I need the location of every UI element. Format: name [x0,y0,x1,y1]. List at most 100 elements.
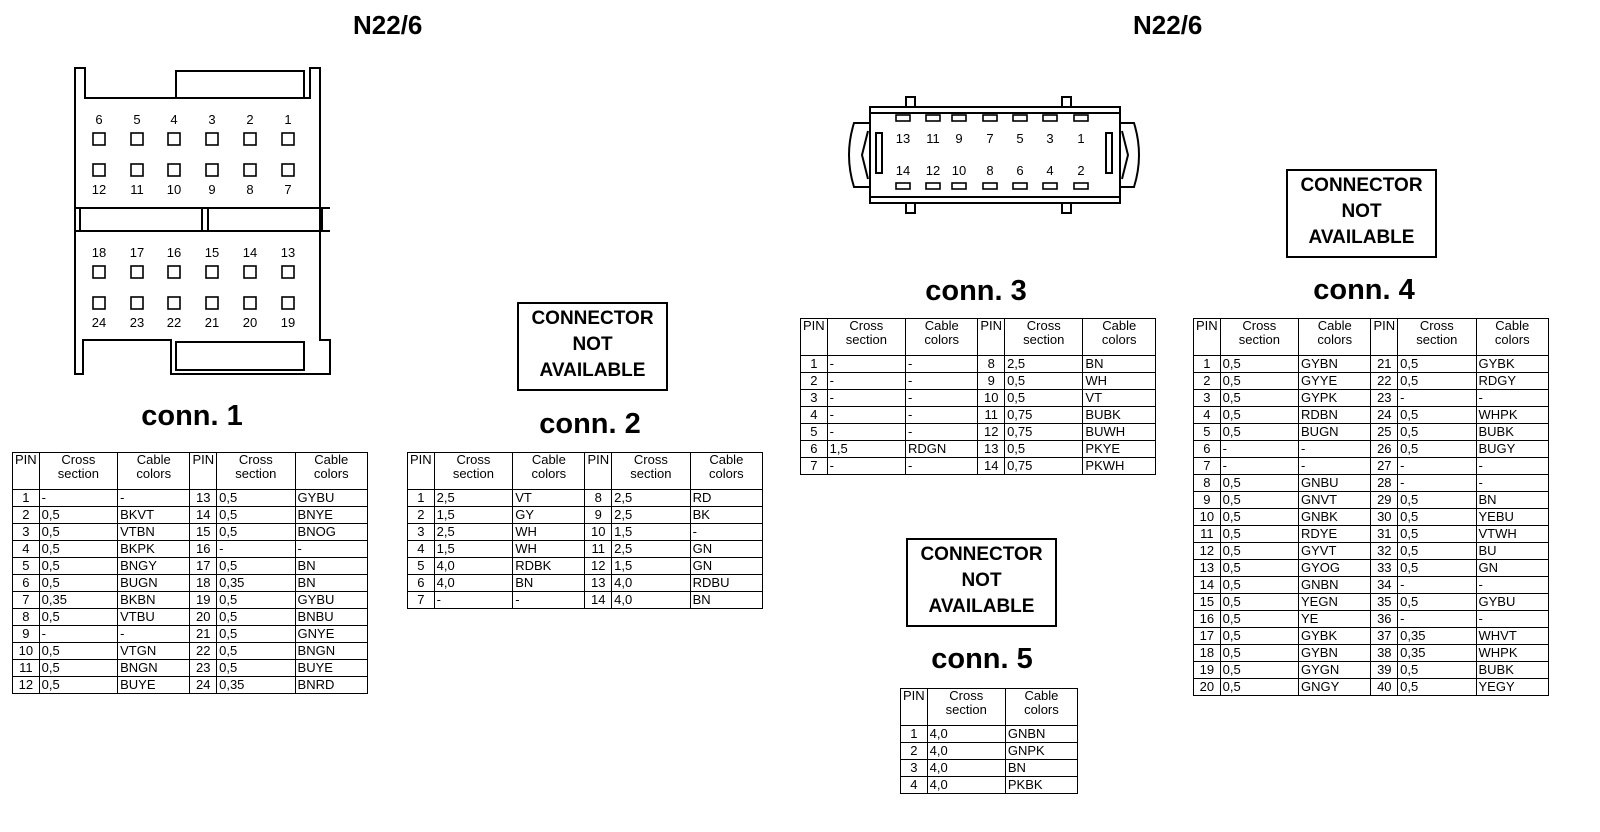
pin-square [92,132,106,146]
cable-color-cell: BUGY [1475,440,1549,458]
cross-section-cell: 0,5 [38,676,119,694]
pin-slot [1042,182,1058,190]
cross-section-cell: 0,5 [216,557,296,575]
cable-color-cell: - [117,489,191,507]
pin-cell: 17 [189,557,218,575]
cable-color-cell: - [1475,457,1549,475]
pin-cell: 21 [1370,355,1399,373]
pin-cell: 36 [1370,610,1399,628]
cross-section-cell: - [826,406,907,424]
cross-section-cell: 0,5 [1219,508,1300,526]
cable-colors-header: Cable colors [1004,688,1079,726]
cable-color-cell: BNOG [294,523,369,541]
cable-color-cell: VT [1082,389,1156,407]
pin-number-label: 3 [208,112,215,127]
cross-section-cell: 0,5 [38,523,119,541]
pin-cell: 20 [189,608,218,626]
pin-cell: 8 [12,608,40,626]
cross-section-cell: 0,5 [1397,593,1477,611]
pin-number-label: 23 [130,315,144,330]
pin-slot [895,182,911,190]
cross-section-cell: 0,5 [38,659,119,677]
pin-slot [925,114,941,122]
pin-square [92,265,106,279]
pin-number-label: 21 [205,315,219,330]
cable-color-cell: GYBK [1298,627,1372,645]
cross-section-cell: 0,5 [1004,440,1084,458]
cross-section-cell: 0,5 [38,642,119,660]
cross-section-cell: - [826,355,907,373]
cable-color-cell: BUGN [117,574,191,592]
cross-section-cell: - [1397,457,1477,475]
pin-square [205,163,219,177]
pin-number-label: 13 [281,245,295,260]
cable-color-cell: GYVT [1298,542,1372,560]
conn3-title: conn. 3 [925,275,1027,307]
cable-color-cell: - [1475,610,1549,628]
pin-slot [1073,182,1089,190]
cable-color-cell: BUBK [1475,661,1549,679]
pin-cell: 8 [1193,474,1221,492]
pin-cell: 18 [1193,644,1221,662]
cable-color-cell: BNGN [294,642,369,660]
pin-slot [951,114,967,122]
cross-section-cell: 2,5 [611,540,691,558]
pin-cell: 16 [1193,610,1221,628]
pin-number-label: 3 [1046,131,1053,146]
pin-number-label: 11 [130,182,144,197]
cross-section-cell: 4,0 [926,759,1006,777]
cable-color-cell: BN [1004,759,1079,777]
pin-cell: 7 [407,591,435,609]
cross-section-cell: 1,5 [433,506,514,524]
pin-number-label: 7 [284,182,291,197]
pin-cell: 37 [1370,627,1399,645]
conn2-title: conn. 2 [539,408,641,440]
pin-header: PIN [12,452,40,490]
cable-colors-header: Cable colors [294,452,369,490]
cross-section-cell: 0,5 [1397,525,1477,543]
pin-square [205,265,219,279]
na-line-1: CONNECTOR [531,308,654,329]
cross-section-cell: - [216,540,296,558]
cable-color-cell: WHPK [1475,644,1549,662]
pin-cell: 40 [1370,678,1399,696]
pin-header: PIN [407,452,435,490]
cross-section-cell: 0,5 [38,557,119,575]
cross-section-cell: - [433,591,514,609]
conn4-title: conn. 4 [1313,274,1415,306]
cross-section-cell: 4,0 [926,776,1006,794]
cross-section-cell: - [1397,474,1477,492]
pin-slot [982,182,998,190]
cross-section-cell: - [38,625,119,643]
cable-color-cell: GYBU [1475,593,1549,611]
pin-number-label: 14 [243,245,257,260]
pin-header: PIN [900,688,928,726]
cross-section-header: Cross section [1219,318,1300,356]
pin-square [205,132,219,146]
pin-slot [982,114,998,122]
pin-square [167,163,181,177]
cross-section-cell: 0,5 [216,642,296,660]
cross-section-cell: 4,0 [433,574,514,592]
cross-section-cell: 0,5 [38,608,119,626]
cross-section-cell: 0,5 [1219,678,1300,696]
cross-section-cell: 0,75 [1004,457,1084,475]
pin-cell: 7 [1193,457,1221,475]
cable-color-cell: GY [512,506,586,524]
cross-section-cell: 0,5 [1397,661,1477,679]
pin-number-label: 2 [246,112,253,127]
pin-slot [1042,114,1058,122]
